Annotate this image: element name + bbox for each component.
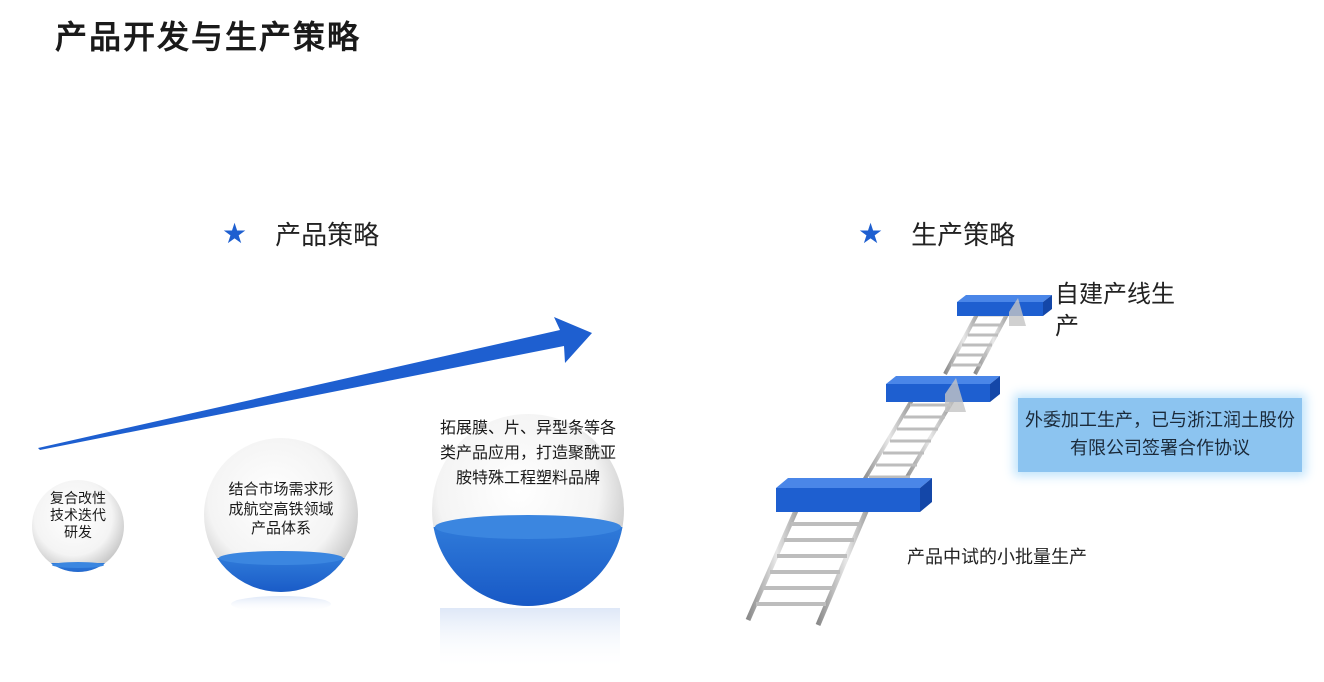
platform-top xyxy=(957,295,1052,326)
production-strategy-label: 生产策略 xyxy=(911,221,1016,251)
platform-bottom xyxy=(776,478,932,512)
growth-arrow xyxy=(38,317,592,450)
platform-middle xyxy=(886,376,1000,412)
product-strategy-heading: ★ 产品策略 xyxy=(222,215,379,252)
bubble-small-text: 复合改性技术迭代研发 xyxy=(50,491,106,541)
step-top-label: 自建产线生产 xyxy=(1055,280,1175,341)
star-icon: ★ xyxy=(858,217,884,250)
star-icon: ★ xyxy=(222,217,248,250)
ladder-middle xyxy=(861,393,958,484)
bubble-large-text: 拓展膜、片、异型条等各类产品应用，打造聚酰亚胺特殊工程塑料品牌 xyxy=(440,418,617,487)
page-title: 产品开发与生产策略 xyxy=(55,18,362,56)
production-strategy-heading: ★ 生产策略 xyxy=(858,215,1015,252)
product-strategy-label: 产品策略 xyxy=(275,221,380,251)
step-bottom-label: 产品中试的小批量生产 xyxy=(907,547,1087,568)
bubble-small xyxy=(32,480,124,572)
ladder-upper xyxy=(943,304,1014,375)
bubble-medium-text: 结合市场需求形成航空高铁领域产品体系 xyxy=(228,480,334,537)
step-middle-callout: 外委加工生产，已与浙江润土股份有限公司签署合作协议 xyxy=(1018,398,1302,472)
step-middle-label: 外委加工生产，已与浙江润土股份有限公司签署合作协议 xyxy=(1025,410,1295,459)
